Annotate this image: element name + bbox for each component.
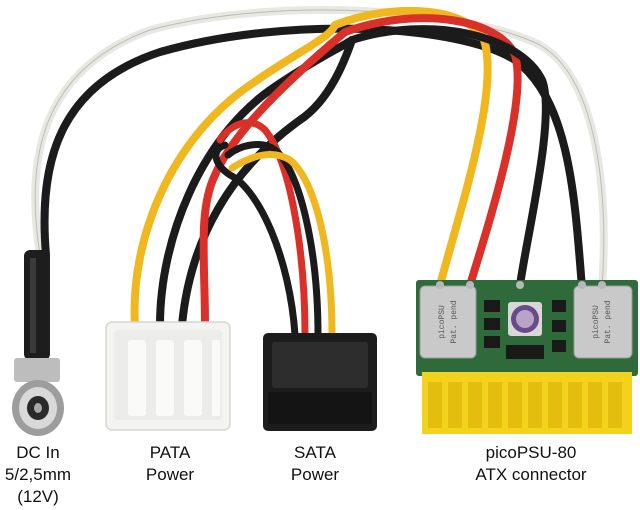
pico-caption-line-2: ATX connector [475, 465, 587, 484]
sata-yellow-wire [228, 151, 336, 339]
left-inductor-module [419, 285, 477, 359]
dc-in-caption-line-3: (12V) [17, 487, 59, 506]
pico-caption-line-1: picoPSU-80 [485, 443, 577, 462]
dc-in-jack [12, 250, 64, 436]
pata-caption: PATA Power [120, 442, 220, 486]
sata-black-wire-1 [212, 141, 299, 339]
sata-black-wire-2 [224, 141, 322, 339]
sata-caption-line-2: Power [290, 465, 340, 484]
right-module-print-2: Pat. pend [604, 300, 613, 343]
dc-in-caption: DC In 5/2,5mm (12V) [0, 442, 76, 508]
board-black-wire [348, 25, 550, 289]
board-red-wire [341, 14, 522, 289]
pata-red-wire [199, 28, 349, 329]
pata-black-wire-1 [156, 36, 356, 329]
pata-caption-line-1: PATA [149, 443, 191, 462]
pata-caption-line-2: Power [145, 465, 195, 484]
dc-in-caption-line-2: 5/2,5mm [4, 465, 72, 484]
left-module-print-1: picoPSU [438, 305, 447, 339]
sata-caption-line-1: SATA [294, 443, 336, 462]
sata-caption: SATA Power [265, 442, 365, 486]
pico-caption: picoPSU-80 ATX connector [446, 442, 616, 486]
dc-in-caption-line-1: DC In [16, 443, 60, 462]
right-inductor-module [573, 285, 633, 359]
capacitor [508, 302, 542, 336]
pata-molex-connector [105, 321, 231, 431]
right-module-print-1: picoPSU [592, 305, 601, 339]
pata-yellow-wire [130, 21, 339, 329]
smd-components [484, 300, 566, 359]
picopsu-board: picoPSU Pat. pend picoPSU Pat. pend [416, 280, 638, 434]
board-yellow-wire [331, 6, 492, 289]
sata-connector [263, 333, 377, 431]
left-module-print-2: Pat. pend [450, 300, 459, 343]
